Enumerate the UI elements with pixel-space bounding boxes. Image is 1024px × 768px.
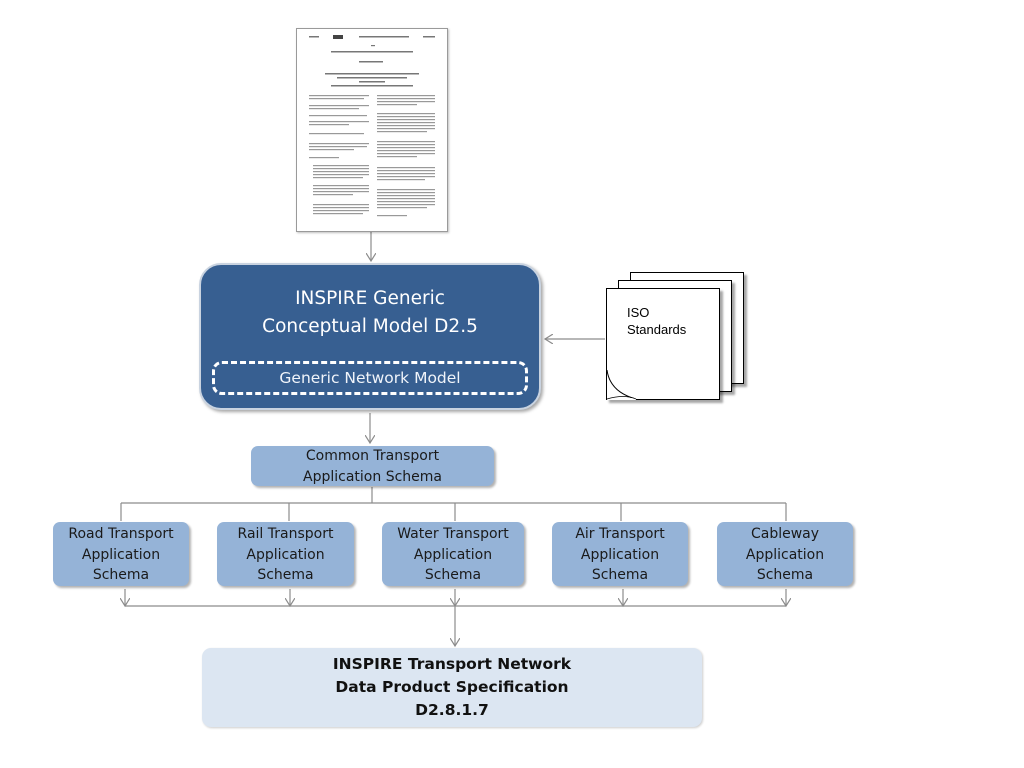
iso-label-line2: Standards (627, 322, 687, 337)
schema-line2: Application (246, 546, 325, 563)
schema-line1: Air Transport (575, 526, 665, 542)
transport-network-data-spec-box: INSPIRE Transport Network Data Product S… (202, 648, 702, 727)
schema-line3: Schema (257, 567, 314, 583)
main-model-title-line2: Conceptual Model D2.5 (262, 316, 478, 337)
final-line3: D2.8.1.7 (415, 701, 489, 719)
page-curl-icon (606, 370, 637, 400)
air-transport-schema-box: Air Transport Application Schema (552, 522, 688, 586)
schema-line3: Schema (756, 567, 814, 583)
schema-line1: Road Transport (68, 526, 174, 542)
generic-conceptual-model-box: INSPIRE Generic Conceptual Model D2.5 Ge… (199, 263, 541, 410)
generic-network-model-box: Generic Network Model (212, 361, 528, 395)
final-line1: INSPIRE Transport Network (332, 655, 572, 673)
final-line2: Data Product Specification (335, 678, 569, 696)
schema-line2: Application (413, 546, 493, 563)
schema-line2: Application (81, 546, 161, 563)
schema-line2: Application (580, 546, 660, 563)
iso-label-line1: ISO (627, 305, 650, 320)
water-transport-schema-box: Water Transport Application Schema (382, 522, 524, 586)
main-model-title: INSPIRE Generic Conceptual Model D2.5 (201, 285, 539, 341)
common-schema-line1: Common Transport (305, 448, 440, 464)
schema-line1: Water Transport (397, 526, 509, 542)
schema-line2: Application (745, 546, 825, 563)
document-text-icon (309, 35, 435, 217)
rail-transport-schema-box: Rail Transport Application Schema (217, 522, 354, 586)
schema-line1: Cableway (750, 526, 820, 542)
common-transport-schema-box: Common Transport Application Schema (251, 446, 494, 486)
generic-network-model-label: Generic Network Model (279, 369, 461, 387)
schema-line1: Rail Transport (237, 526, 334, 542)
common-schema-line2: Application Schema (303, 468, 442, 485)
schema-line3: Schema (591, 567, 649, 583)
directive-document-thumbnail (296, 28, 448, 232)
cableway-schema-box: Cableway Application Schema (717, 522, 853, 586)
main-model-title-line1: INSPIRE Generic (295, 288, 445, 309)
iso-standards-document: ISO Standards (606, 288, 720, 400)
schema-line3: Schema (92, 567, 150, 583)
schema-line3: Schema (424, 567, 482, 583)
iso-standards-label: ISO Standards (627, 304, 686, 338)
road-transport-schema-box: Road Transport Application Schema (53, 522, 189, 586)
